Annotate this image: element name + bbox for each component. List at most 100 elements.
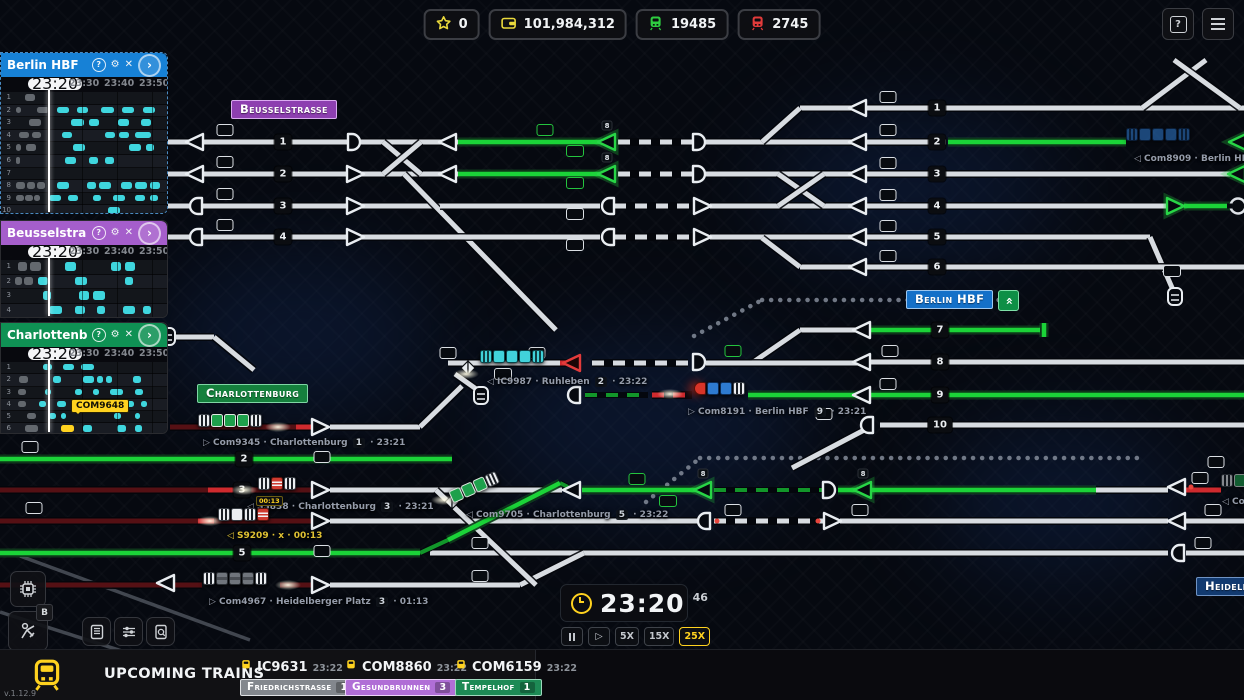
signal-icon[interactable]: [600, 227, 616, 247]
signal-icon[interactable]: [1166, 511, 1187, 531]
timetable-block[interactable]: [89, 119, 99, 126]
timetable-block[interactable]: [65, 262, 76, 271]
signal-icon[interactable]: [852, 480, 873, 500]
timetable-block[interactable]: [150, 194, 158, 202]
timetable-block[interactable]: [49, 194, 61, 202]
sensor-marker-badge[interactable]: [566, 208, 584, 220]
signal-icon[interactable]: [596, 132, 617, 152]
brake-marker-badge[interactable]: [879, 189, 897, 201]
train-label[interactable]: ▷ Com8191 · Berlin HBF 9 · 23:21: [688, 407, 867, 417]
brake-marker-badge[interactable]: [216, 219, 234, 231]
train-label[interactable]: ◁ IC9987 · Ruhleben 2 · 23:22: [487, 377, 648, 387]
brake-marker-badge[interactable]: [216, 124, 234, 136]
timetable-block[interactable]: [97, 305, 105, 315]
timetable-block[interactable]: [16, 182, 25, 189]
timetable-block[interactable]: [119, 131, 129, 139]
timetable-block[interactable]: [15, 276, 22, 286]
timetable-block[interactable]: [63, 364, 74, 371]
signal-icon[interactable]: [851, 352, 872, 372]
timetable-block[interactable]: [16, 194, 24, 202]
signal-icon[interactable]: [561, 480, 582, 500]
brake-marker-badge[interactable]: [471, 570, 489, 582]
timetable-block[interactable]: [27, 182, 35, 189]
timetable-block[interactable]: [37, 182, 45, 189]
timetable-block[interactable]: [62, 131, 72, 139]
signal-icon[interactable]: [437, 164, 458, 184]
signal-icon[interactable]: [692, 480, 713, 500]
timetable-block[interactable]: [143, 106, 155, 114]
track-segment[interactable]: [381, 140, 423, 176]
brake-marker-badge[interactable]: [21, 441, 39, 453]
brake-marker-badge[interactable]: [1207, 456, 1225, 468]
signal-icon[interactable]: [847, 98, 868, 118]
timetable-block[interactable]: [19, 376, 28, 383]
signal-icon[interactable]: [184, 164, 205, 184]
timetable-block[interactable]: [118, 119, 129, 126]
research-button[interactable]: [10, 571, 46, 607]
panel-collapse-button[interactable]: ›: [138, 323, 161, 347]
brake-marker-badge[interactable]: [879, 378, 897, 390]
train[interactable]: [448, 470, 501, 503]
timetable-block[interactable]: [121, 182, 132, 189]
signal-icon[interactable]: [561, 353, 582, 373]
timetable-block[interactable]: [57, 106, 69, 114]
signal-icon[interactable]: [184, 132, 205, 152]
station-label-heidelberger-platz[interactable]: Heidelberger Platz: [1196, 577, 1244, 596]
panel-help-icon[interactable]: ?: [91, 328, 106, 342]
timetable-block[interactable]: [57, 400, 66, 408]
timetable-block[interactable]: [37, 106, 49, 114]
train-label[interactable]: ▷ Com4967 · Heidelberger Platz 3 · 01:13: [209, 597, 429, 607]
timetable-block[interactable]: [146, 144, 154, 151]
brake-marker-badge[interactable]: [1194, 537, 1212, 549]
train-label[interactable]: ◁ Com8909 · Berlin HBF 2 · 23:21: [1134, 154, 1244, 164]
signal-icon[interactable]: [310, 511, 331, 531]
track-segment[interactable]: [776, 171, 826, 209]
signal-icon[interactable]: [691, 164, 707, 184]
signal-icon[interactable]: [691, 352, 707, 372]
timetable-block[interactable]: [111, 262, 121, 271]
panel-close-icon[interactable]: ✕: [124, 227, 133, 238]
signal-icon[interactable]: [696, 511, 712, 531]
track-segment[interactable]: [559, 481, 569, 489]
track-segment[interactable]: [760, 236, 802, 269]
timetable-block[interactable]: [34, 194, 40, 202]
timetable-block[interactable]: [135, 425, 142, 432]
brake-marker-badge[interactable]: [724, 345, 742, 357]
signal-icon[interactable]: [691, 132, 707, 152]
signal-icon[interactable]: [600, 196, 616, 216]
sensor-marker-badge[interactable]: [494, 368, 512, 380]
train-label[interactable]: ◁ S3838 · Charlottenburg 3 · 23:21: [247, 502, 434, 512]
signal-icon[interactable]: [847, 164, 868, 184]
timetable-block[interactable]: [18, 262, 27, 271]
brake-marker-badge[interactable]: [471, 537, 489, 549]
train[interactable]: [694, 381, 746, 395]
timetable-block[interactable]: [133, 376, 141, 383]
signal-icon[interactable]: [847, 227, 868, 247]
timetable-block[interactable]: [141, 400, 147, 408]
track-segment[interactable]: [446, 480, 562, 543]
signal-icon[interactable]: [847, 132, 868, 152]
signal-icon[interactable]: [437, 132, 458, 152]
timetable-block[interactable]: [39, 400, 46, 408]
signal-icon[interactable]: [188, 227, 204, 247]
timetable-block[interactable]: [99, 182, 111, 189]
timetable-block[interactable]: [110, 388, 123, 395]
signal-icon[interactable]: [310, 480, 331, 500]
signal-icon[interactable]: [851, 385, 872, 405]
panel-header[interactable]: Charlottenburg ? ⚙ ✕ ›: [1, 323, 167, 347]
signal-icon[interactable]: [566, 385, 582, 405]
timetable-block[interactable]: [97, 376, 103, 383]
logbook-button[interactable]: [82, 617, 111, 646]
timetable-block[interactable]: [25, 194, 33, 202]
signal-icon[interactable]: [596, 164, 617, 184]
speed-25x-button[interactable]: 25X: [679, 627, 711, 646]
timetable-block[interactable]: [32, 131, 41, 139]
menu-button[interactable]: [1202, 8, 1234, 40]
track-segment[interactable]: [402, 172, 558, 332]
timetable-block[interactable]: [25, 425, 38, 432]
stop-marker-badge[interactable]: [313, 451, 331, 463]
panel-header[interactable]: Beusselstraße ? ⚙ ✕ ›: [1, 221, 167, 245]
panel-settings-icon[interactable]: ⚙: [110, 227, 120, 238]
train-label[interactable]: ▷ Com9345 · Charlottenburg 1 · 23:21: [203, 438, 406, 448]
